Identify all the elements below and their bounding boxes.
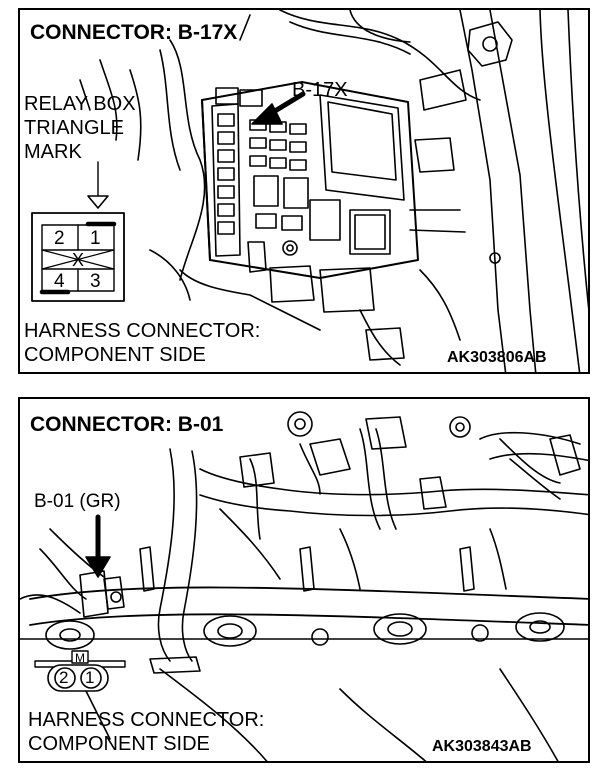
panel2-title: CONNECTOR: B-01 xyxy=(30,413,224,436)
pin-2-label: 2 xyxy=(54,228,65,249)
figure-code: AK303843AB xyxy=(432,738,532,755)
figure-code: AK303806AB xyxy=(447,349,547,366)
mark-label: MARK xyxy=(24,141,82,163)
pin-3-label: 3 xyxy=(90,271,101,292)
pin-x-label: X xyxy=(72,250,85,270)
component-side-label: COMPONENT SIDE xyxy=(28,733,210,755)
pin-1-label: 1 xyxy=(85,668,95,687)
relay-box-engine-illustration xyxy=(31,10,588,372)
engine-harness-illustration xyxy=(20,411,588,761)
b17x-callout-label: B-17X xyxy=(292,79,348,101)
triangle-label: TRIANGLE xyxy=(24,117,125,139)
pin-2-label: 2 xyxy=(59,668,69,687)
harness-connector-label: HARNESS CONNECTOR: xyxy=(24,320,261,342)
relay-box-label: RELAY BOX xyxy=(24,93,136,115)
component-side-label: COMPONENT SIDE xyxy=(24,344,206,366)
connector-b01-panel: CONNECTOR: B-01 B-01 (GR) M 2 1 HARNESS … xyxy=(18,397,590,763)
pin-1-label: 1 xyxy=(90,228,101,249)
connector-b17x-panel: CONNECTOR: B-17X B-17X RELAY BOX TRIANGL… xyxy=(18,8,590,374)
panel1-title: CONNECTOR: B-17X xyxy=(30,21,238,44)
pin-4-label: 4 xyxy=(54,271,65,292)
b01-callout-label: B-01 (GR) xyxy=(34,491,121,512)
connector-mark-label: M xyxy=(75,651,85,665)
harness-connector-label: HARNESS CONNECTOR: xyxy=(28,709,265,731)
